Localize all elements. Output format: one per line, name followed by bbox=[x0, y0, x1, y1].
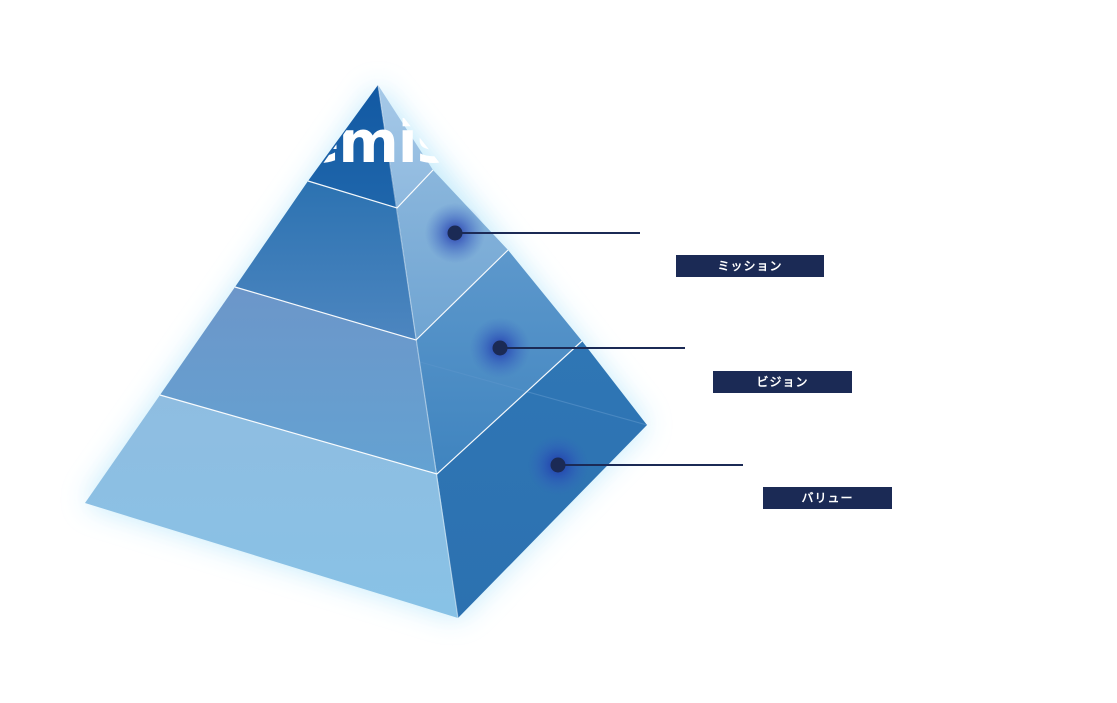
marker-dot-mission bbox=[447, 225, 463, 241]
marker-dot-value bbox=[550, 457, 566, 473]
label-mission: ミッション bbox=[676, 255, 824, 277]
separator-1 bbox=[307, 169, 434, 209]
band-separators bbox=[159, 84, 583, 619]
brand-logo-text: emiso bbox=[300, 108, 489, 176]
front-band-top bbox=[308, 85, 397, 208]
separator-2 bbox=[234, 249, 509, 341]
separator-3 bbox=[159, 340, 583, 475]
front-band-3 bbox=[160, 287, 437, 474]
right-face-shade-line bbox=[419, 361, 648, 426]
front-right-edge bbox=[377, 84, 459, 619]
brand-logo-clip: emiso bbox=[300, 108, 490, 176]
label-value: バリュー bbox=[763, 487, 892, 509]
right-band-top bbox=[378, 85, 433, 208]
marker-dot-vision bbox=[492, 340, 508, 356]
front-band-4 bbox=[85, 395, 458, 618]
label-vision: ビジョン bbox=[713, 371, 852, 393]
